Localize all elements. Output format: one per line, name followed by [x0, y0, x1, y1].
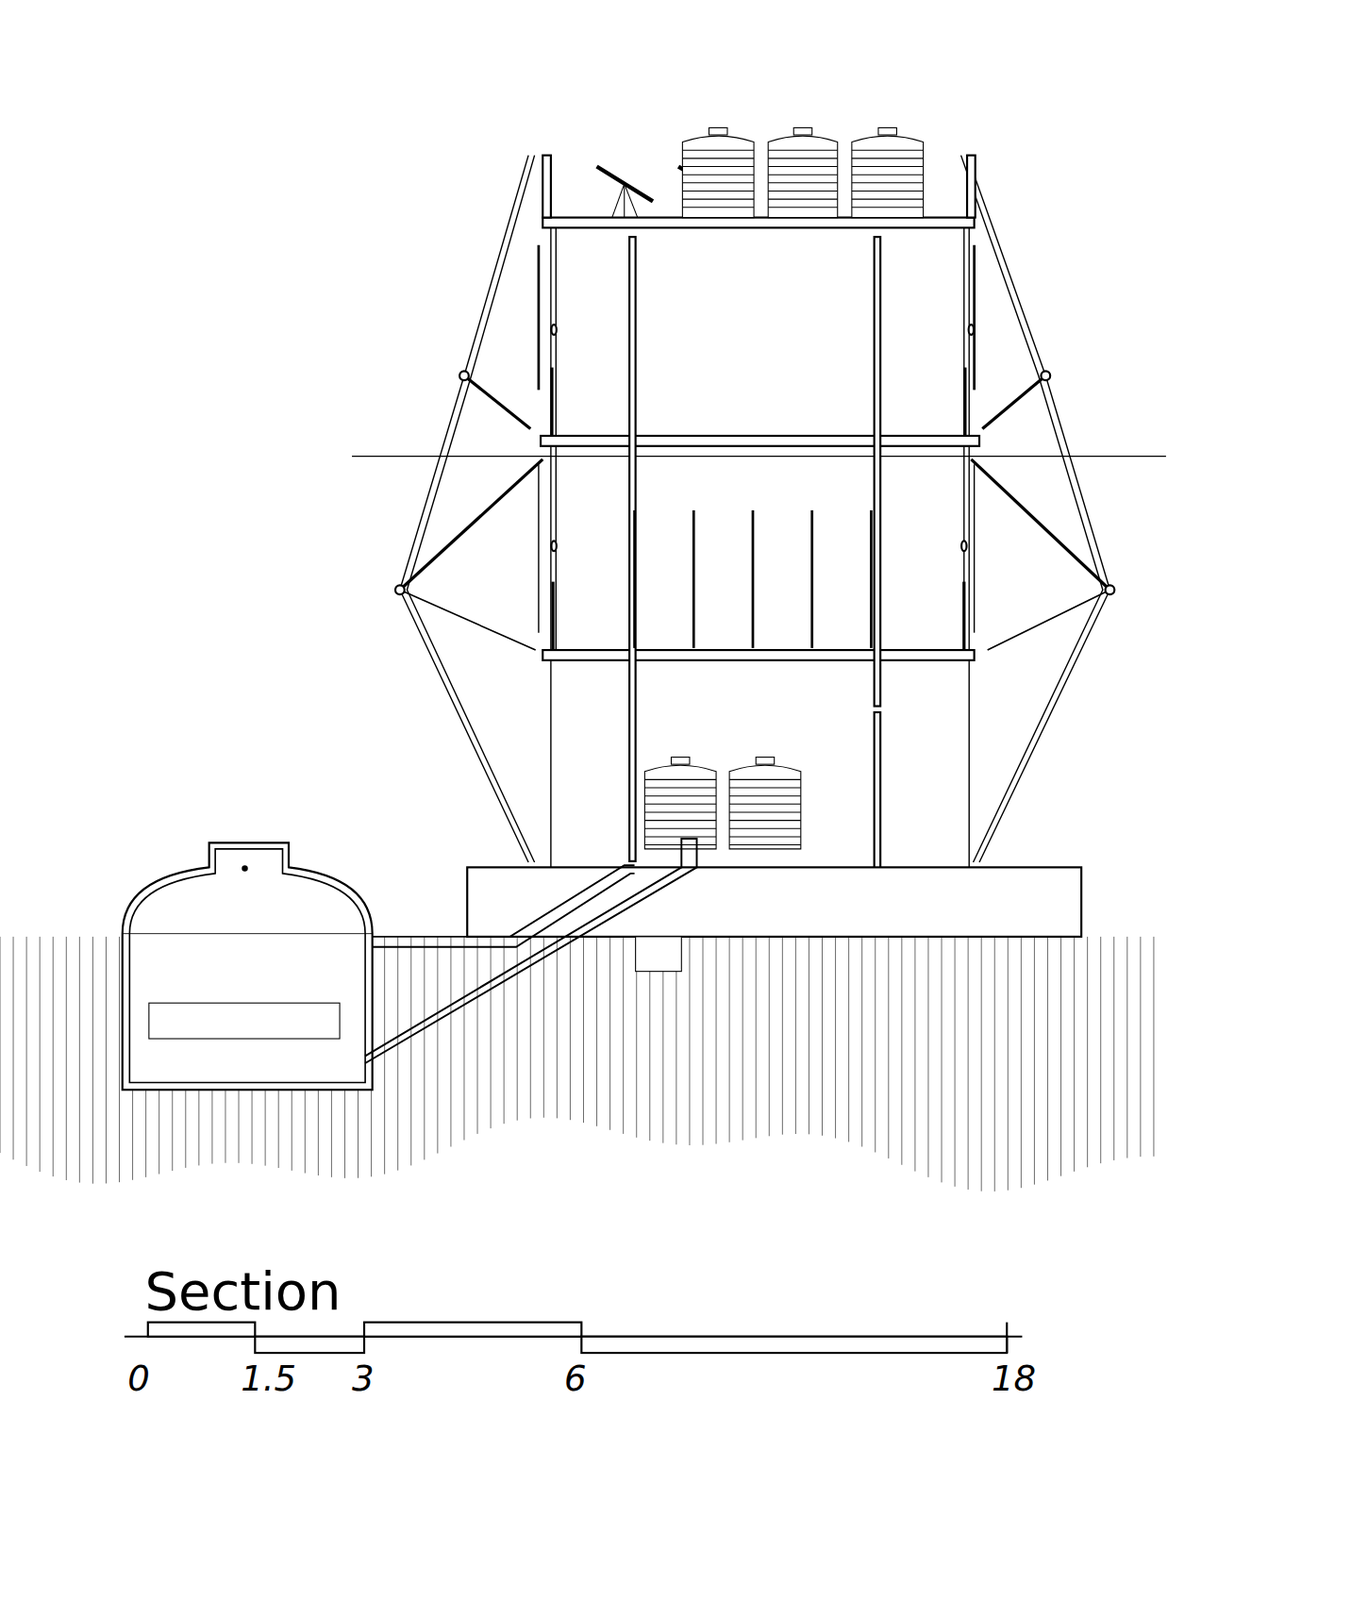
scale-bar [124, 1322, 1023, 1353]
tank [682, 127, 754, 217]
water-tanks [644, 127, 923, 849]
tank [851, 127, 924, 217]
pipes [365, 838, 697, 1064]
tank [644, 757, 717, 850]
scale-number: 18 [991, 1361, 1036, 1397]
scale-number: 1.5 [240, 1361, 297, 1397]
braces [400, 367, 1111, 654]
slabs [467, 155, 1082, 972]
tank [767, 127, 838, 217]
scale-number: 3 [351, 1361, 375, 1397]
cistern [122, 842, 373, 1090]
tank [729, 757, 801, 850]
drawing-title: Section [145, 1265, 342, 1318]
joints [395, 324, 1115, 595]
hanging-rods [634, 510, 872, 649]
structure [351, 155, 1167, 868]
scale-number: 6 [564, 1361, 587, 1397]
scale-number: 0 [127, 1361, 151, 1397]
